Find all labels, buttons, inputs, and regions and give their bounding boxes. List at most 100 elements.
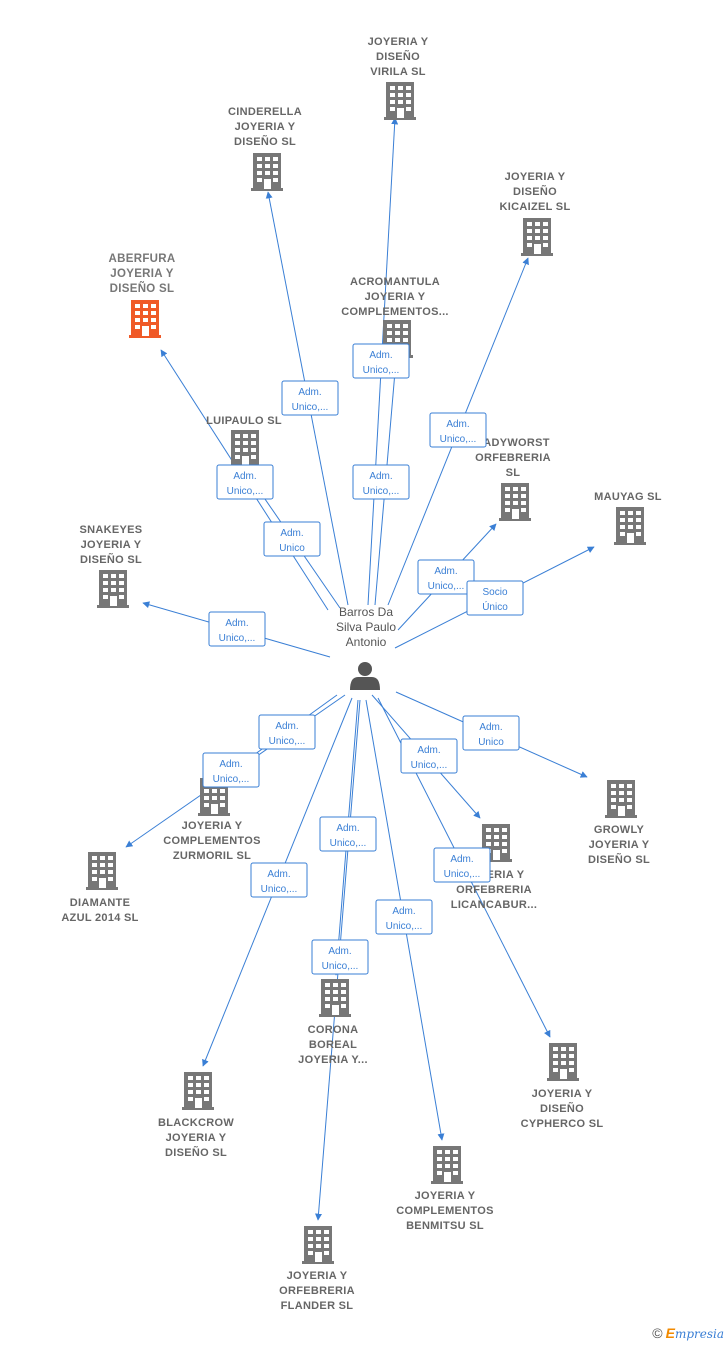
brand-initial: E	[665, 1325, 675, 1341]
edge-label-text: Unico,...	[363, 365, 400, 376]
company-label-line: JOYERIA Y	[182, 820, 243, 832]
company-label-line: SL	[506, 467, 521, 479]
company-label-line: DISEÑO SL	[588, 853, 650, 866]
edge-label-text: Unico,...	[428, 581, 465, 592]
edge-label-corona[interactable]: Adm.Unico,...	[319, 816, 377, 852]
edge-label-text: Socio	[482, 587, 507, 598]
edge-label-text: Adm.	[225, 618, 248, 629]
company-label-line: ACROMANTULA	[350, 276, 440, 288]
building-icon	[129, 300, 161, 338]
edge-label-text: Unico,...	[386, 921, 423, 932]
edge-label-text: Adm.	[417, 745, 440, 756]
company-label-line: CYPHERCO SL	[521, 1118, 604, 1130]
edge-label-ladyworst[interactable]: Adm. Unico,...	[417, 559, 475, 595]
person-name-line: Antonio	[346, 635, 387, 649]
building-icon	[251, 153, 283, 191]
company-node-mauyag[interactable]: MAUYAG SL	[594, 491, 662, 545]
edge-label-cypherco[interactable]: Adm. Unico,...	[433, 847, 491, 883]
edge-label-cinderella[interactable]: Adm.Unico,...	[281, 380, 339, 416]
edge-label-text: Adm.	[450, 854, 473, 865]
company-node-cinderella[interactable]: CINDERELLA JOYERIA Y DISEÑO SL	[228, 106, 302, 191]
edge-label-text: Unico,...	[292, 402, 329, 413]
edge-label-luipaulo[interactable]: Adm.Unico	[263, 521, 321, 557]
edge-label-licancabur[interactable]: Adm. Unico,...	[400, 738, 458, 774]
company-label-line: ORFEBRERIA	[456, 884, 532, 896]
edge-label-growly[interactable]: Adm. Unico	[462, 715, 520, 751]
company-label-line: BENMITSU SL	[406, 1220, 484, 1232]
company-label-line: CINDERELLA	[228, 106, 302, 118]
edge-label-text: Adm.	[267, 869, 290, 880]
edge-label-virila[interactable]: Adm.Unico,...	[352, 343, 410, 379]
edge-label-text: Unico,...	[219, 633, 256, 644]
building-icon	[499, 483, 531, 521]
edge-label-text: Unico,...	[227, 486, 264, 497]
edge-label-blackcrow[interactable]: Adm. Unico,...	[250, 862, 308, 898]
company-label-line: DISEÑO	[513, 185, 557, 198]
edge-label-flander[interactable]: Adm.Unico,...	[311, 939, 369, 975]
company-label-line: BLACKCROW	[158, 1117, 234, 1129]
building-icon	[97, 570, 129, 608]
company-label-line: ZURMORIL SL	[173, 850, 251, 862]
building-icon	[521, 218, 553, 256]
edge-label-diamante[interactable]: Adm.Unico,...	[202, 752, 260, 788]
company-label-line: JOYERIA Y	[415, 1190, 476, 1202]
edge-label-text: Unico	[279, 543, 305, 554]
edge-label-zurmoril[interactable]: Adm.Unico,...	[258, 714, 316, 750]
person-name-line: Barros Da	[339, 605, 393, 619]
company-label-line: VIRILA SL	[370, 66, 425, 78]
person-icon	[350, 662, 380, 690]
company-label-line: JOYERIA Y	[110, 268, 173, 280]
edge-label-text: Adm.	[479, 722, 502, 733]
edge-label-acromantula[interactable]: Adm.Unico,...	[352, 464, 410, 500]
company-label-line: DISEÑO SL	[165, 1146, 227, 1159]
edge-label-text: Adm.	[434, 566, 457, 577]
company-node-benmitsu[interactable]: JOYERIA Y COMPLEMENTOS BENMITSU SL	[396, 1146, 494, 1232]
edge-label-text: Unico,...	[261, 884, 298, 895]
edge-label-aberfura[interactable]: Adm.Unico,...	[216, 464, 274, 500]
company-node-aberfura[interactable]: ABERFURA JOYERIA Y DISEÑO SL	[109, 253, 176, 338]
building-icon	[384, 82, 416, 120]
brand-name: mpresia	[674, 1327, 724, 1341]
company-label-line: JOYERIA Y	[235, 121, 296, 133]
footer-brand: ©Empresia	[652, 1325, 724, 1341]
edge-label-text: Unico	[478, 737, 504, 748]
edge-label-text: Adm.	[275, 721, 298, 732]
building-icon	[302, 1226, 334, 1264]
building-icon	[86, 852, 118, 890]
company-label-line: JOYERIA Y	[532, 1088, 593, 1100]
copyright-symbol: ©	[652, 1325, 663, 1341]
edge-label-text: Adm.	[219, 759, 242, 770]
company-label-line: ABERFURA	[109, 253, 176, 265]
edge-label-text: Unico,...	[322, 961, 359, 972]
edge-label-benmitsu[interactable]: Adm.Unico,...	[375, 899, 433, 935]
edge-label-snakeyes[interactable]: Adm. Unico,...	[208, 611, 266, 647]
company-node-luipaulo[interactable]: LUIPAULO SL	[206, 415, 282, 468]
edge-label-text: Unico,...	[411, 760, 448, 771]
company-label-line: DISEÑO SL	[234, 135, 296, 148]
building-icon	[319, 979, 351, 1017]
company-label-line: COMPLEMENTOS	[396, 1205, 494, 1217]
company-label-line: ORFEBRERIA	[279, 1285, 355, 1297]
company-label-line: LICANCABUR...	[451, 899, 537, 911]
edge-label-kicaizel[interactable]: Adm.Unico,...	[429, 412, 487, 448]
edge-labels-layer: Adm. Unico,... Adm. Unico,... Adm. Unico,... A…	[202, 343, 524, 975]
edge-label-text: Unico,...	[440, 434, 477, 445]
edge-label-text: Unico,...	[444, 869, 481, 880]
company-label-line: DISEÑO SL	[110, 282, 175, 295]
company-label-line: JOYERIA Y	[365, 291, 426, 303]
